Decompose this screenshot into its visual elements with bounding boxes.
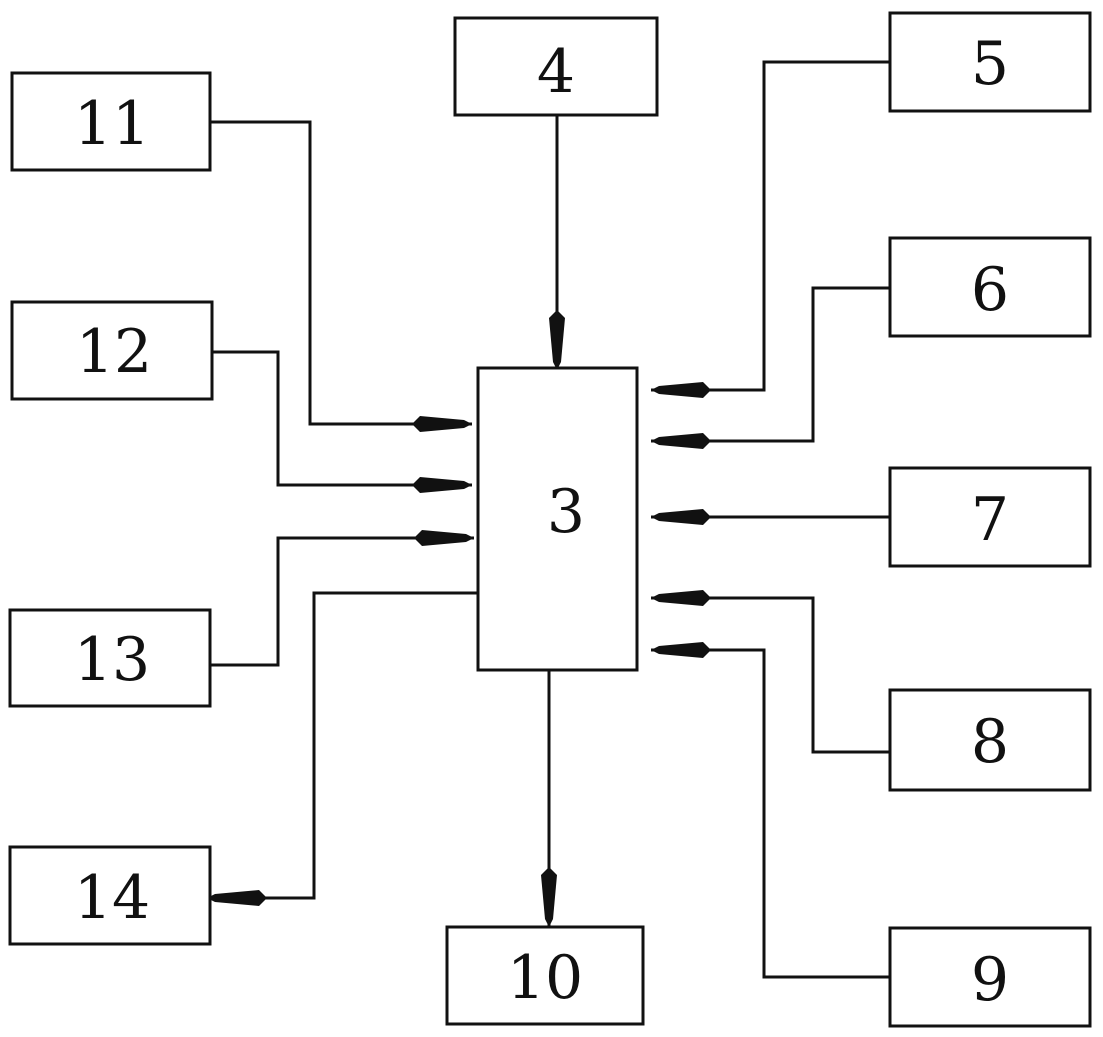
block-4: 4: [455, 18, 657, 115]
block-8: 8: [890, 690, 1090, 790]
block-10-label: 10: [507, 943, 583, 1013]
block-11-label: 11: [74, 89, 150, 159]
connector-9-to-3: [651, 650, 890, 977]
block-14: 14: [10, 847, 210, 944]
block-10: 10: [447, 927, 643, 1024]
block-7-label: 7: [971, 485, 1009, 555]
block-9-label: 9: [971, 945, 1009, 1015]
connector-5-to-3: [651, 62, 890, 390]
block-12: 12: [12, 302, 212, 399]
connector-6-to-3: [651, 288, 890, 441]
block-11: 11: [12, 73, 210, 170]
block-3-label: 3: [547, 477, 585, 547]
block-13-label: 13: [74, 625, 150, 695]
block-5-label: 5: [971, 29, 1009, 99]
connector-3-to-14: [207, 593, 478, 898]
block-7: 7: [890, 468, 1090, 566]
block-4-label: 4: [537, 37, 575, 107]
block-9: 9: [890, 928, 1090, 1026]
block-8-label: 8: [971, 707, 1009, 777]
connector-11-to-3: [210, 122, 472, 424]
block-14-label: 14: [74, 863, 150, 933]
block-12-label: 12: [76, 317, 152, 387]
block-13: 13: [10, 610, 210, 706]
block-6-label: 6: [971, 255, 1009, 325]
block-6: 6: [890, 238, 1090, 336]
block-5: 5: [890, 13, 1090, 111]
connector-8-to-3: [651, 598, 890, 752]
connector-12-to-3: [212, 352, 472, 485]
block-3: 3: [478, 368, 637, 670]
connector-13-to-3: [210, 538, 474, 665]
